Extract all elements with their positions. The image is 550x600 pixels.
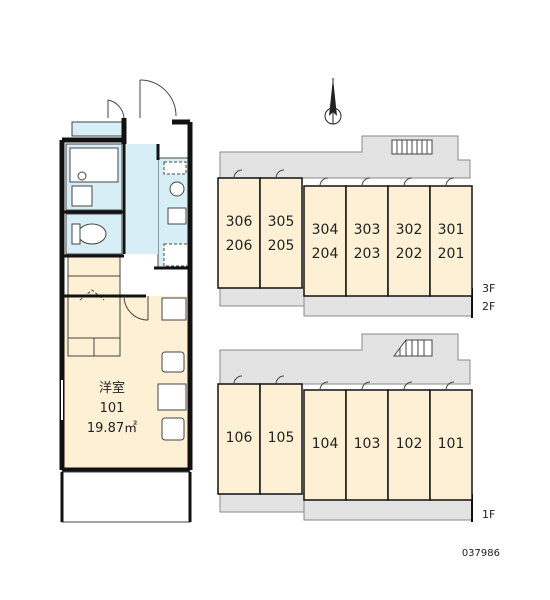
unit-101 [429,389,473,501]
unit-plan: 洋室 101 19.87㎡ [59,79,193,523]
unit-label-206: 206 [226,238,253,254]
fridge-space [163,243,189,267]
washer-space [161,297,187,321]
ground-floor-plan: 106 105 104 103 102 101 1F [217,333,495,522]
unit-301 [429,185,473,297]
bathtub [69,147,119,183]
unit-label-105: 105 [268,430,295,446]
unit-302 [387,185,431,297]
ground-units [217,375,473,501]
room-name: 洋室 [99,380,125,396]
entrance-door [139,79,177,117]
balcony [61,471,191,523]
unit-label-106: 106 [226,430,253,446]
unit-label-204: 204 [312,246,339,262]
sink-icon [167,207,187,225]
unit-103 [345,389,389,501]
unit-label-305: 305 [268,214,295,230]
unit-104 [303,389,347,501]
chair [161,351,185,373]
unit-305 [259,177,303,289]
unit-label-203: 203 [354,246,381,262]
drain-icon [77,171,87,181]
property-code: 037986 [462,548,500,559]
door-swings [233,375,455,391]
chair [161,417,185,441]
room-door [123,295,149,321]
unit-label-303: 303 [354,222,381,238]
unit-label-101: 101 [438,436,465,452]
floor-label-2f: 2F [482,300,495,313]
stairs-icon [393,339,433,357]
room-area: 19.87㎡ [87,421,137,436]
upper-units [217,169,473,297]
stove-icon [169,181,185,197]
stairs-icon [391,139,433,155]
entrance-hall [122,144,158,254]
unit-label-202: 202 [396,246,423,262]
unit-label-201: 201 [438,246,465,262]
washbasin [71,185,93,207]
unit-303 [345,185,389,297]
floor-label-1f: 1F [482,508,495,521]
unit-304 [303,185,347,297]
north-arrow-icon [324,78,342,125]
unit-label-104: 104 [312,436,339,452]
unit-label-302: 302 [396,222,423,238]
unit-label-306: 306 [226,214,253,230]
toilet-icon [77,223,107,245]
unit-label-304: 304 [312,222,339,238]
desk [157,383,187,411]
room-number: 101 [100,401,125,416]
floor-label-3f: 3F [482,282,495,295]
unit-306 [217,177,261,289]
upper-floors-plan: 306 206 305 205 304 204 303 203 302 202 … [217,135,495,318]
unit-label-205: 205 [268,238,295,254]
unit-label-102: 102 [396,436,423,452]
unit-label-301: 301 [438,222,465,238]
unit-106 [217,383,261,495]
entrance-step [71,121,123,137]
door-swings [233,169,455,187]
unit-label-103: 103 [354,436,381,452]
unit-105 [259,383,303,495]
unit-102 [387,389,431,501]
